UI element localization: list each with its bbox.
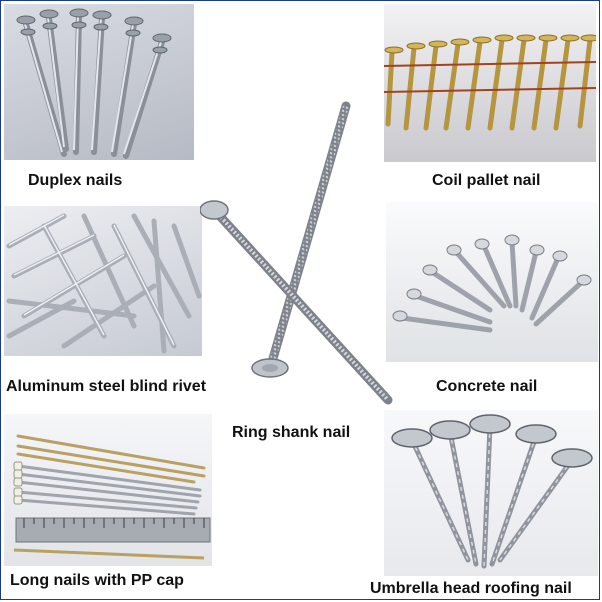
duplex-nails-caption: Duplex nails: [28, 172, 123, 189]
ring-shank-nail-caption: Ring shank nail: [232, 424, 351, 441]
blind-rivet-caption: Aluminum steel blind rivet: [6, 378, 207, 395]
ring-shank-nail-photo: [200, 100, 396, 410]
long-nails-pp-cap-caption: Long nails with PP cap: [10, 572, 184, 589]
long-nails-pp-cap-photo: [4, 414, 212, 566]
blind-rivet-photo: [4, 206, 202, 356]
umbrella-roofing-nail-photo: [384, 410, 598, 576]
concrete-nail-caption: Concrete nail: [436, 378, 538, 395]
duplex-nails-photo: [4, 4, 194, 160]
umbrella-roofing-nail-caption: Umbrella head roofing nail: [370, 580, 572, 597]
coil-pallet-nail-photo: [384, 4, 596, 162]
coil-pallet-nail-caption: Coil pallet nail: [432, 172, 541, 189]
concrete-nail-photo: [386, 202, 598, 362]
